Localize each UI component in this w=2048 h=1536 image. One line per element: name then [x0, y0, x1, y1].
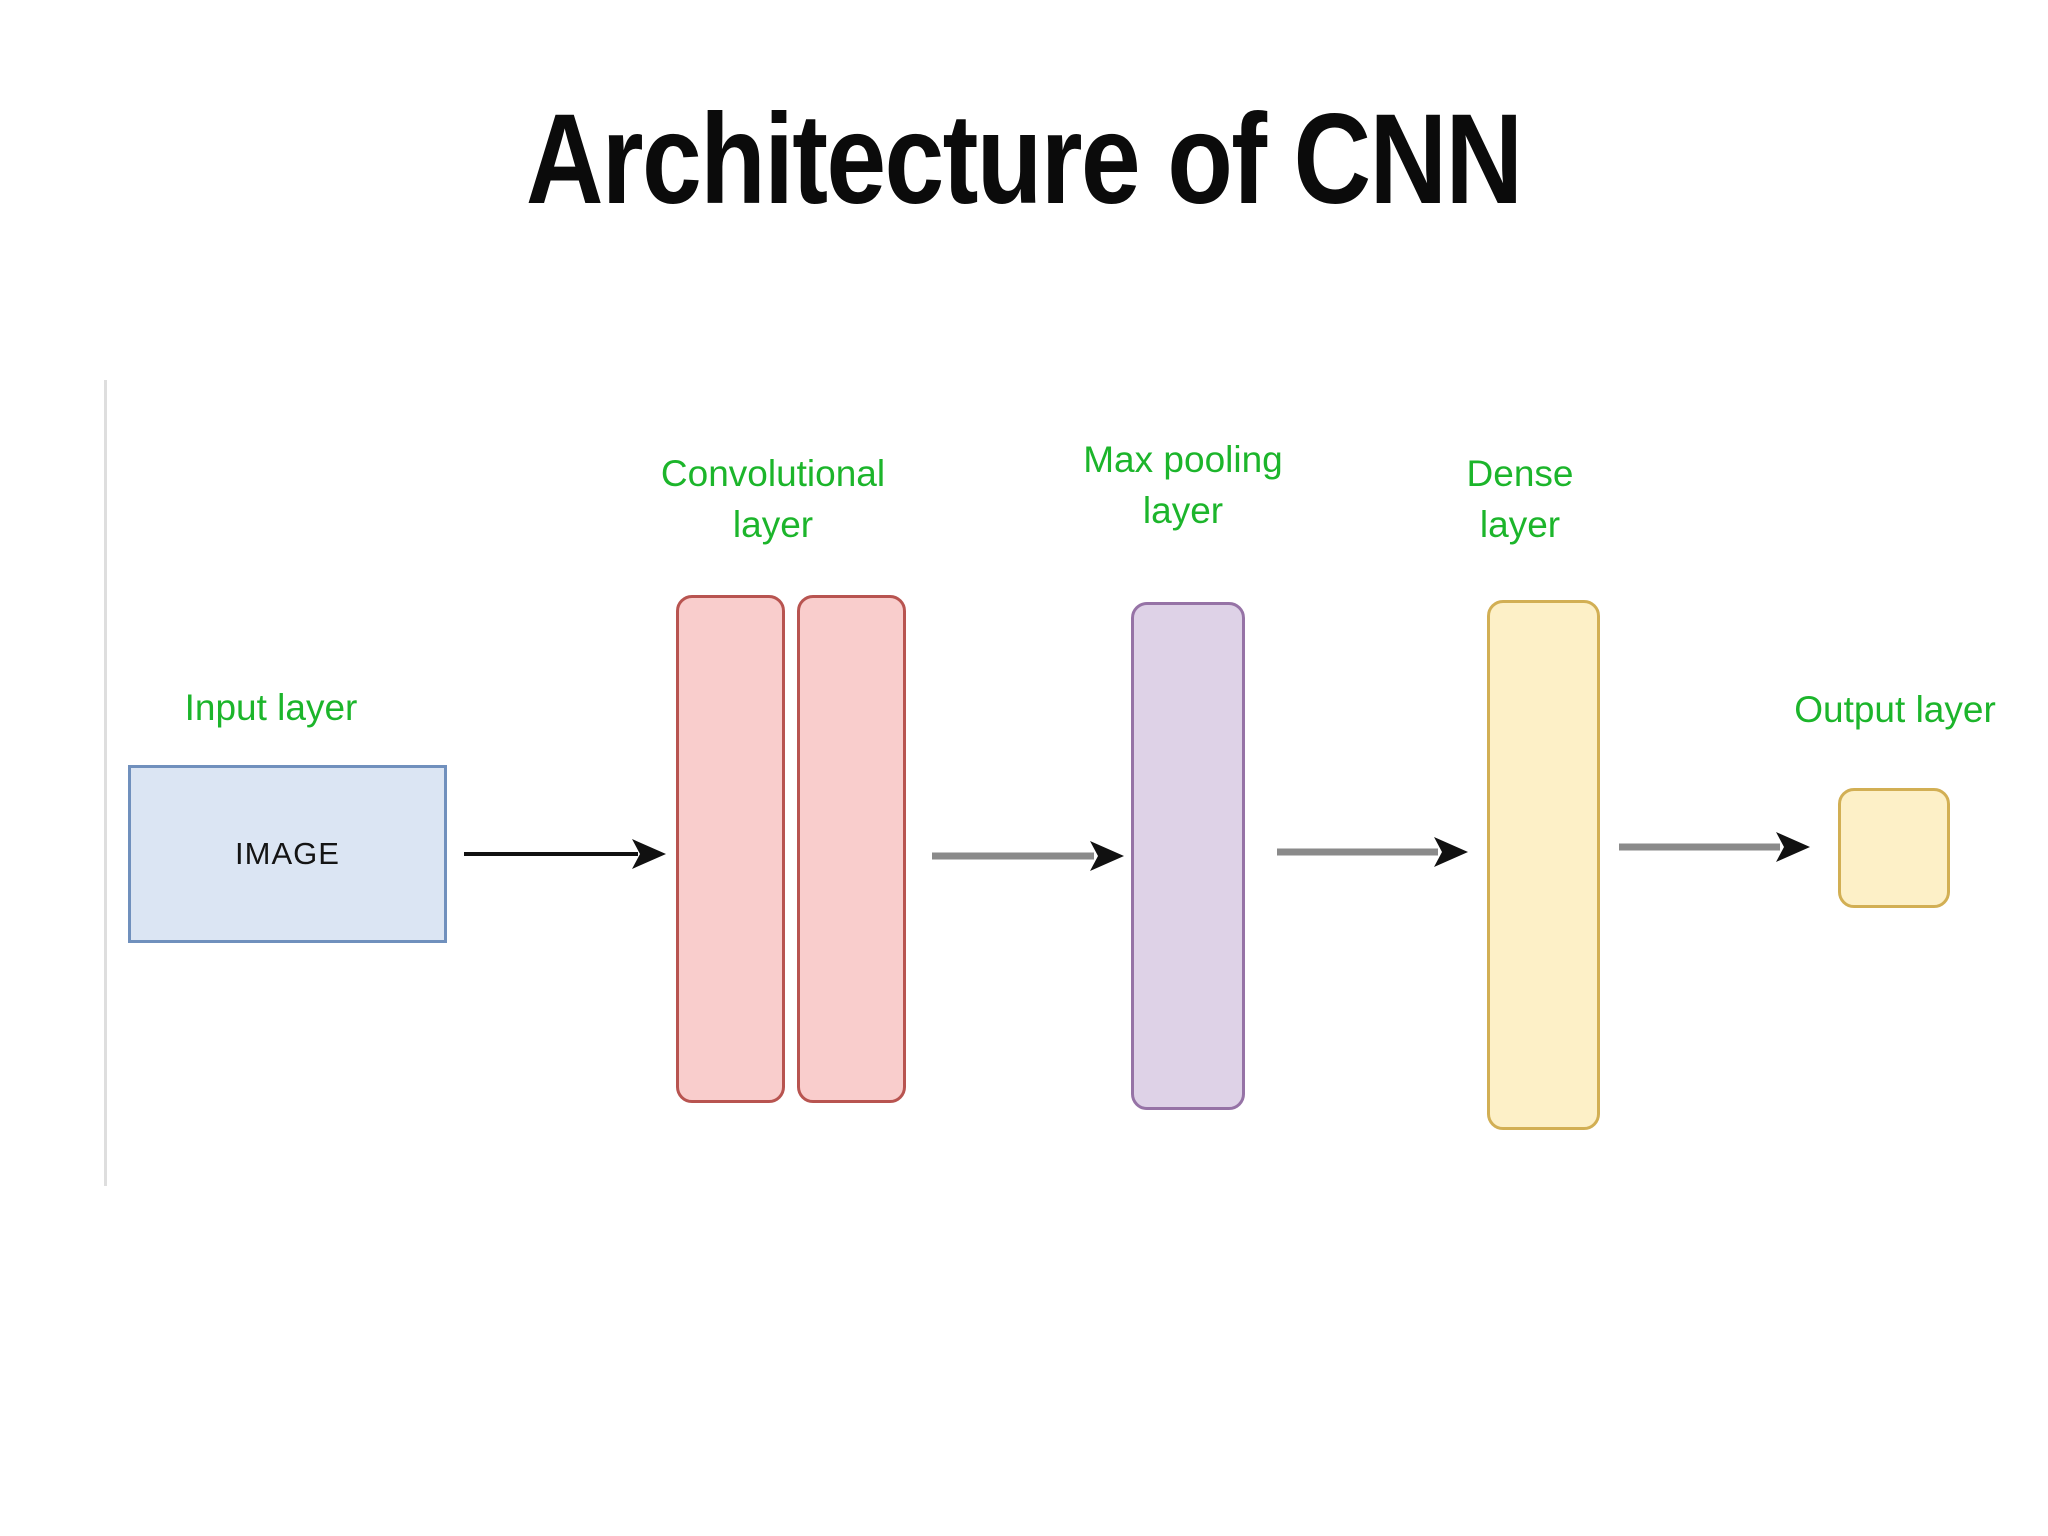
convolutional-layer-label: Convolutional layer: [660, 453, 886, 546]
page-title-text: Architecture of CNN: [526, 88, 1523, 231]
arrow-dense-to-output: [1619, 832, 1810, 862]
output-layer-label: Output layer: [1794, 689, 1996, 730]
input-image-box: IMAGE: [128, 765, 447, 943]
page-title: Architecture of CNN: [0, 86, 2048, 233]
dense-layer-label: Dense layer: [1466, 453, 1574, 546]
convolutional-layer-bar-2: [797, 595, 906, 1103]
convolutional-layer-bar-1: [676, 595, 785, 1103]
arrow-pool-to-dense: [1277, 837, 1468, 867]
output-layer-box: [1838, 788, 1950, 908]
input-layer-label: Input layer: [184, 687, 358, 728]
arrow-conv-to-pool: [932, 841, 1124, 871]
left-edge-divider: [104, 380, 107, 1186]
input-image-box-text: IMAGE: [235, 836, 340, 871]
max-pooling-layer-label: Max pooling layer: [1083, 439, 1283, 532]
max-pooling-layer-bar: [1131, 602, 1245, 1110]
dense-layer-bar: [1487, 600, 1600, 1130]
arrow-input-to-conv: [464, 839, 666, 869]
